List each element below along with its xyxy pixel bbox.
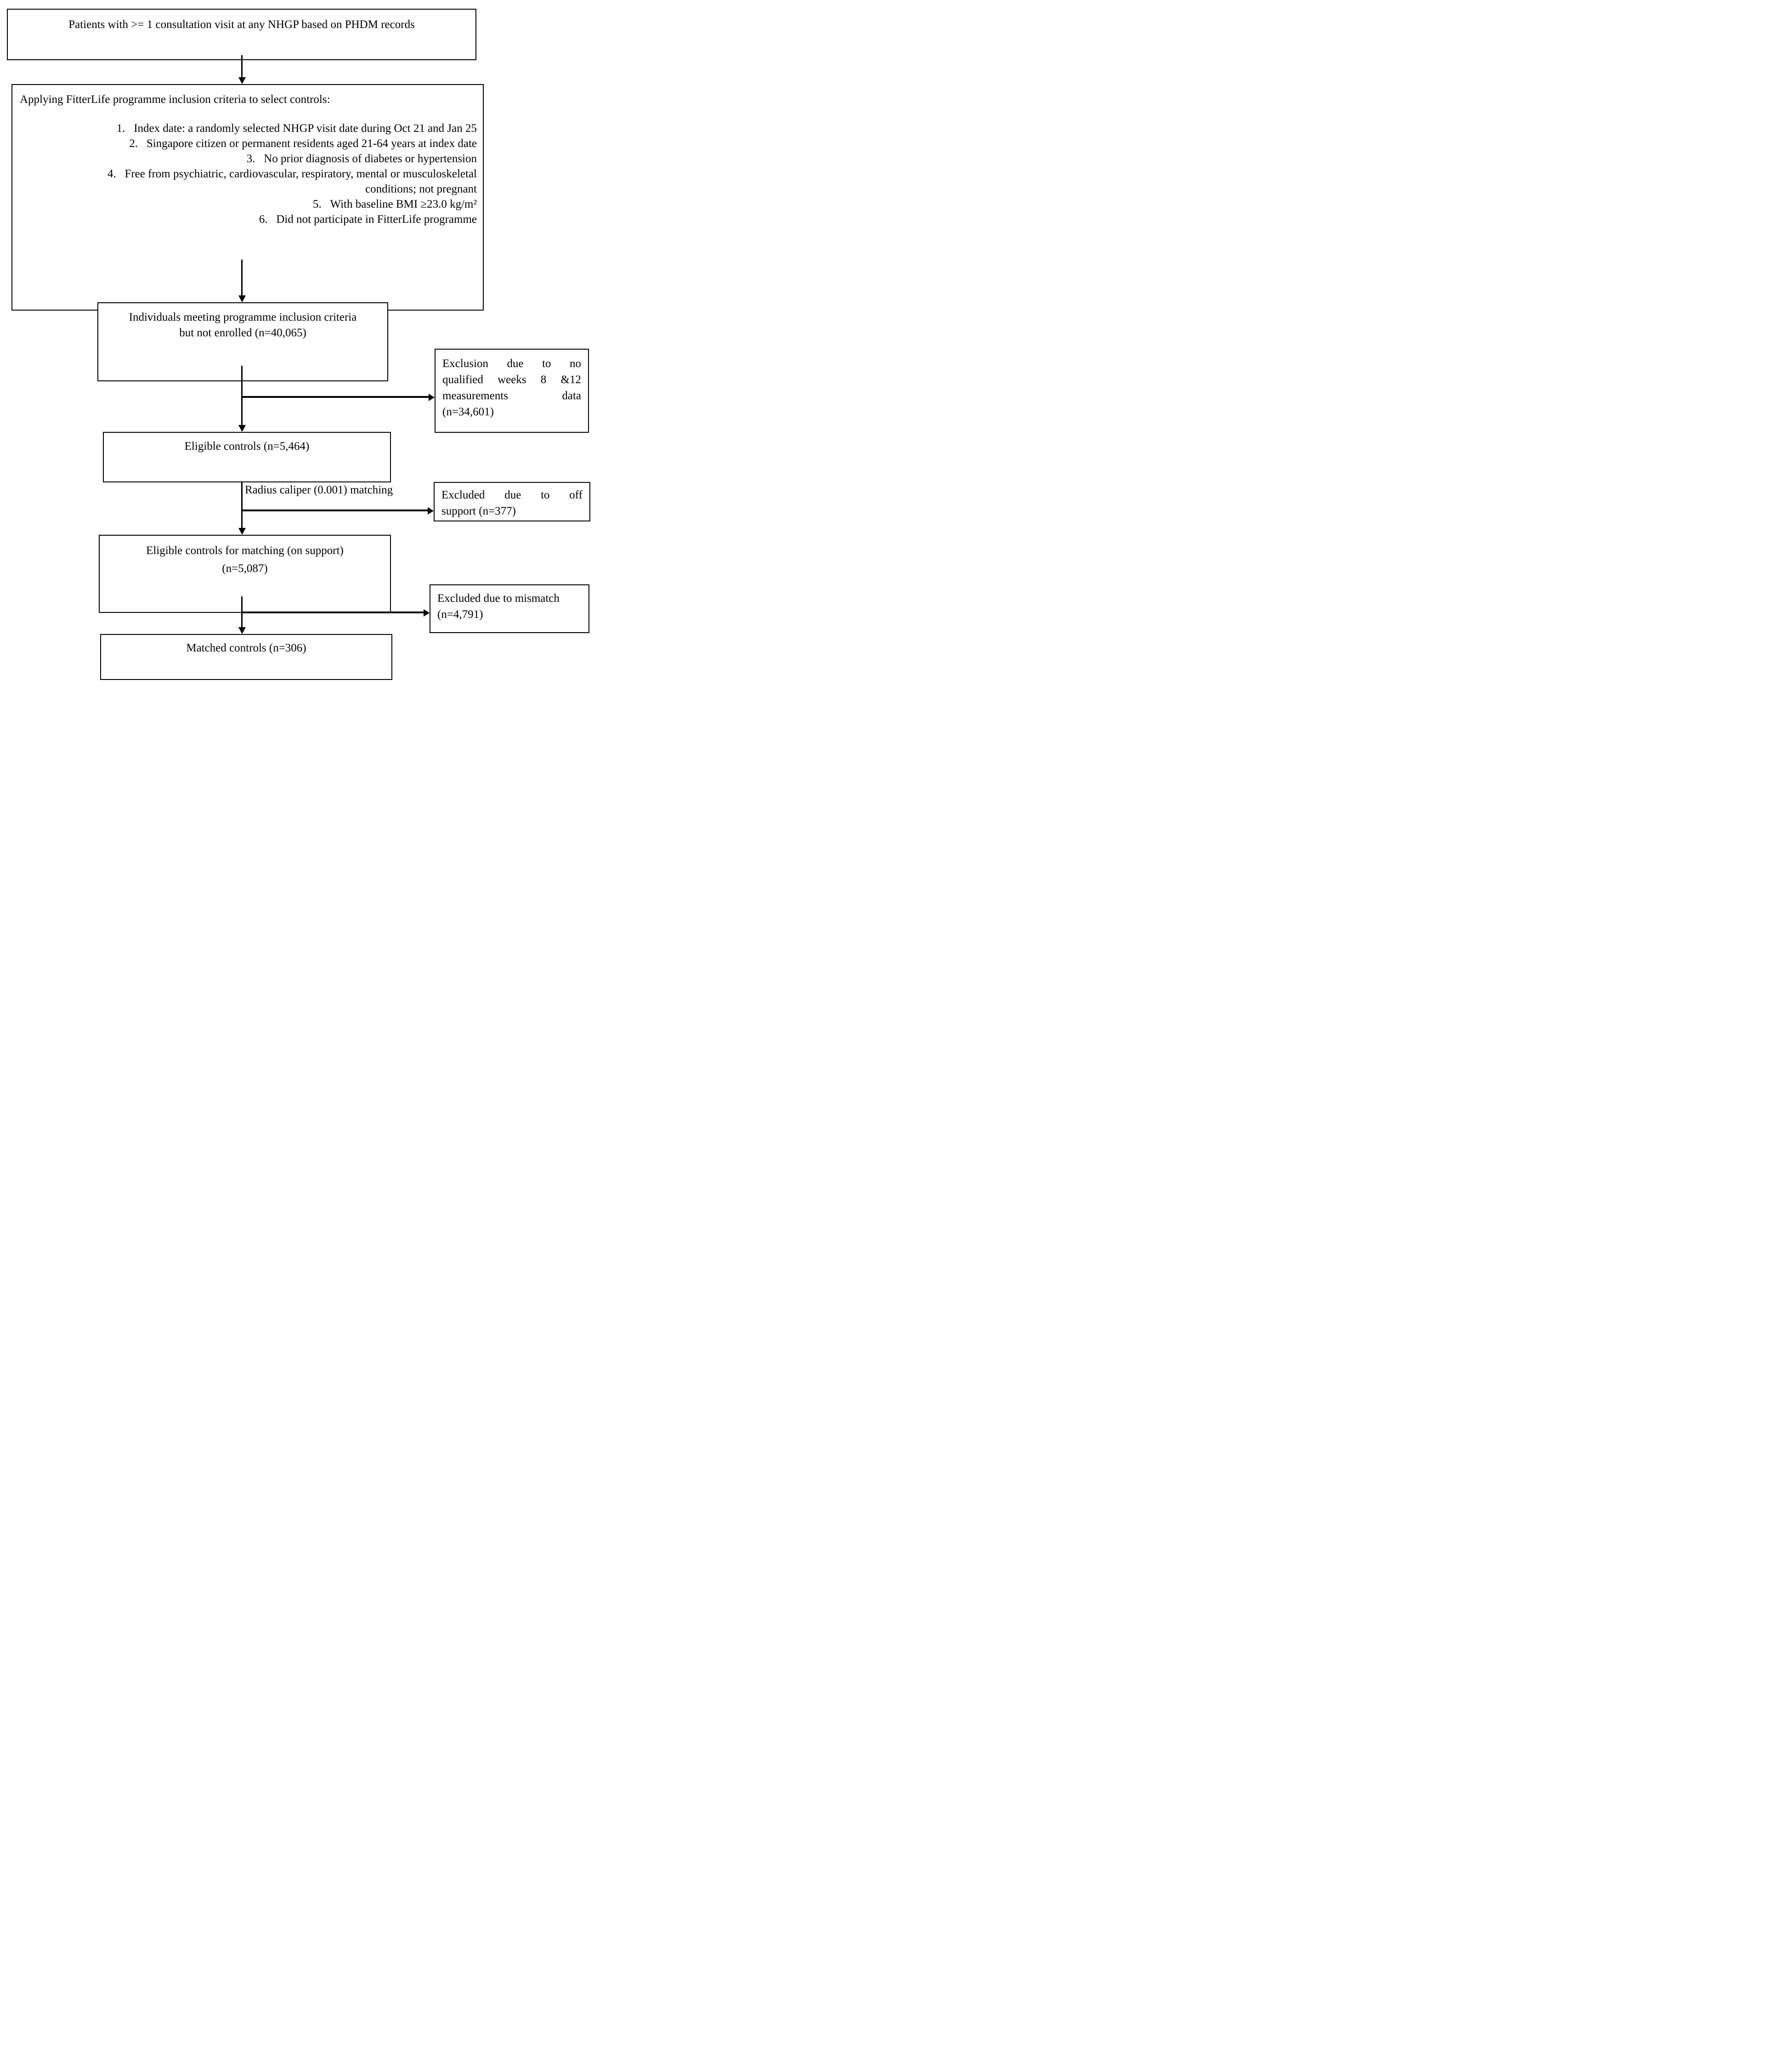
off-support-text-line2: support (n=377) [441, 505, 516, 517]
criteria-item-4: 4. Free from psychiatric, cardiovascular… [107, 168, 477, 180]
exclusion-text-line2: qualified weeks 8 &12 [442, 374, 581, 386]
flow-line-3 [241, 366, 243, 425]
eligible-for-matching-box: Eligible controls for matching (on suppo… [99, 535, 391, 613]
branch-line-2 [242, 510, 428, 511]
criteria-title: Applying FitterLife programme inclusion … [20, 93, 330, 106]
arrowhead-down-icon [238, 528, 246, 535]
individuals-text-line1: Individuals meeting programme inclusion … [129, 311, 357, 323]
radius-caliper-label: Radius caliper (0.001) matching [245, 484, 393, 496]
mismatch-text-line2: (n=4,791) [437, 608, 483, 621]
mismatch-text-line1: Excluded due to mismatch [437, 592, 560, 605]
matched-controls-box: Matched controls (n=306) [100, 634, 392, 680]
exclusion-text-line4: (n=34,601) [442, 406, 494, 418]
exclusion-text-line3: measurements data [442, 390, 581, 402]
eligible-matching-text-line2: (n=5,087) [222, 562, 268, 575]
off-support-text-line1: Excluded due to off [441, 489, 583, 501]
criteria-item-3: 3. No prior diagnosis of diabetes or hyp… [246, 153, 477, 165]
arrowhead-down-icon [238, 627, 246, 634]
criteria-item-2: 2. Singapore citizen or permanent reside… [129, 137, 477, 150]
arrowhead-right-icon [424, 609, 430, 617]
arrowhead-right-icon [429, 394, 435, 401]
eligible-controls-box: Eligible controls (n=5,464) [103, 432, 391, 482]
eligible-matching-text-line1: Eligible controls for matching (on suppo… [146, 544, 344, 557]
criteria-item-1: 1. Index date: a randomly selected NHGP … [116, 122, 477, 135]
matched-controls-text: Matched controls (n=306) [186, 642, 306, 654]
criteria-item-6: 6. Did not participate in FitterLife pro… [259, 213, 477, 226]
criteria-item-4-cont: conditions; not pregnant [365, 183, 477, 195]
patients-source-box: Patients with >= 1 consultation visit at… [7, 9, 476, 60]
criteria-box: Applying FitterLife programme inclusion … [11, 84, 484, 311]
branch-line-1 [242, 396, 429, 398]
branch-line-3 [242, 611, 424, 613]
exclusion-text-line1: Exclusion due to no [442, 357, 581, 370]
arrowhead-down-icon [238, 425, 246, 432]
flow-diagram: Patients with >= 1 consultation visit at… [0, 0, 594, 691]
arrowhead-down-icon [238, 77, 246, 84]
flow-line-2 [241, 260, 243, 295]
eligible-controls-text: Eligible controls (n=5,464) [184, 440, 310, 453]
exclusion-no-measurements-box: Exclusion due to no qualified weeks 8 &1… [435, 349, 589, 433]
excluded-mismatch-box: Excluded due to mismatch (n=4,791) [430, 584, 589, 633]
patients-source-text: Patients with >= 1 consultation visit at… [68, 18, 415, 31]
individuals-box: Individuals meeting programme inclusion … [97, 302, 388, 381]
arrowhead-down-icon [238, 295, 246, 302]
flow-line-1 [241, 55, 243, 77]
arrowhead-right-icon [428, 507, 434, 515]
excluded-off-support-box: Excluded due to off support (n=377) [434, 482, 590, 521]
criteria-item-5: 5. With baseline BMI ≥23.0 kg/m² [313, 198, 477, 210]
flow-line-4 [241, 482, 243, 528]
individuals-text-line2: but not enrolled (n=40,065) [179, 327, 306, 339]
criteria-list: 1. Index date: a randomly selected NHGP … [12, 121, 483, 227]
